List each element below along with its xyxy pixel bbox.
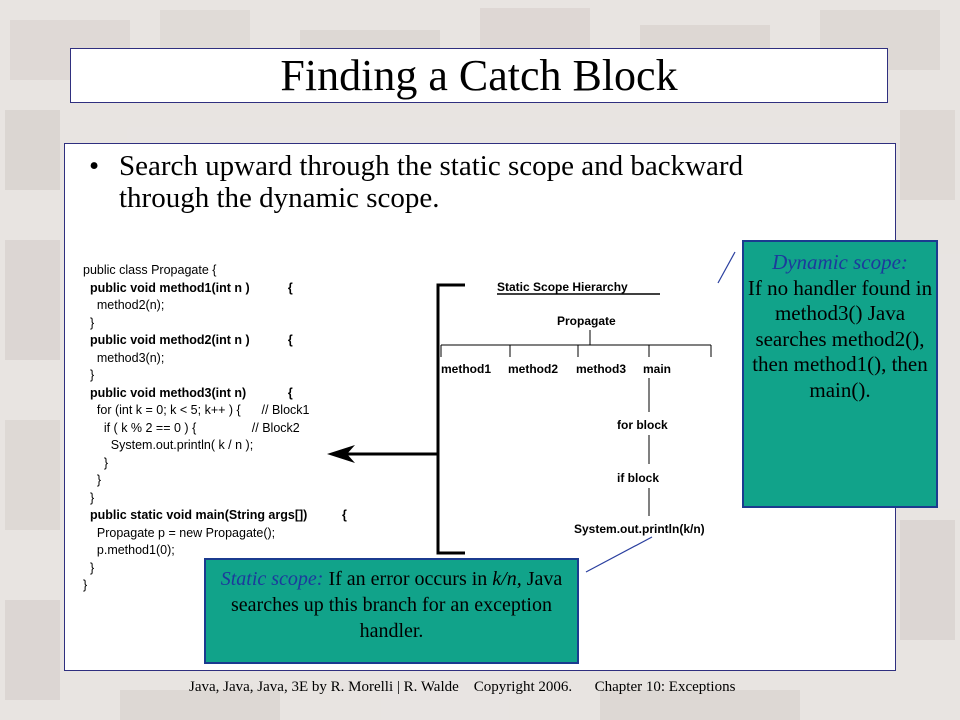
code-line: method2(n); xyxy=(83,298,165,312)
dynamic-scope-callout: Dynamic scope: If no handler found in me… xyxy=(742,240,938,508)
code-line: public void method2(int n ) { xyxy=(83,333,293,347)
diagram-heading: Static Scope Hierarchy xyxy=(497,280,628,294)
code-listing: public class Propagate { public void met… xyxy=(83,262,347,595)
code-line: System.out.println( k / n ); xyxy=(83,438,254,452)
code-line: public static void main(String args[]) { xyxy=(83,508,347,522)
code-line: public void method3(int n) { xyxy=(83,385,293,400)
code-line: public class Propagate { xyxy=(83,263,217,277)
static-scope-label: Static scope: xyxy=(220,568,324,590)
static-scope-diagram: Static Scope Hierarchy Propagate method1… xyxy=(327,280,712,555)
code-line: } xyxy=(83,578,88,592)
dynamic-scope-text: If no handler found in method3() Java se… xyxy=(747,275,933,402)
bullet-icon: • xyxy=(89,150,100,182)
method-node-1: method1 xyxy=(441,362,491,376)
code-line: public void method1(int n ) { xyxy=(83,280,293,295)
slide-footer: Java, Java, Java, 3E by R. Morelli | R. … xyxy=(189,679,736,695)
method-node-2: method2 xyxy=(508,362,558,376)
slide-title: Finding a Catch Block xyxy=(280,50,678,100)
code-line: } xyxy=(83,490,95,505)
code-line: method3(n); xyxy=(83,350,165,365)
bullet-item: • Search upward through the static scope… xyxy=(89,150,789,214)
for-block-node: for block xyxy=(617,418,668,432)
code-line: } xyxy=(83,473,102,487)
code-line: for (int k = 0; k < 5; k++ ) { // Block1 xyxy=(83,403,310,417)
scope-bracket xyxy=(436,283,465,555)
static-scope-text-2: Java searches up this branch for an exce… xyxy=(231,568,563,642)
code-line: } xyxy=(83,455,109,470)
method-node-3: method3 xyxy=(576,362,626,376)
code-line: if ( k % 2 == 0 ) { // Block2 xyxy=(83,420,300,435)
static-scope-expression: k/n, xyxy=(492,568,522,590)
code-line: } xyxy=(83,315,95,330)
code-line: Propagate p = new Propagate(); xyxy=(83,525,276,540)
bullet-text: Search upward through the static scope a… xyxy=(119,150,744,214)
code-line: } xyxy=(83,368,95,382)
dynamic-scope-label: Dynamic scope: xyxy=(772,250,908,274)
arrow-head xyxy=(327,445,355,463)
println-node: System.out.println(k/n) xyxy=(574,522,705,536)
static-scope-text-1: If an error occurs in xyxy=(323,568,493,590)
method-node-4: main xyxy=(643,362,671,376)
root-node: Propagate xyxy=(557,314,616,328)
title-box: Finding a Catch Block xyxy=(70,48,888,103)
if-block-node: if block xyxy=(617,471,659,485)
static-scope-callout: Static scope: If an error occurs in k/n,… xyxy=(204,558,579,664)
code-line: } xyxy=(83,560,95,575)
code-line: p.method1(0); xyxy=(83,543,175,557)
